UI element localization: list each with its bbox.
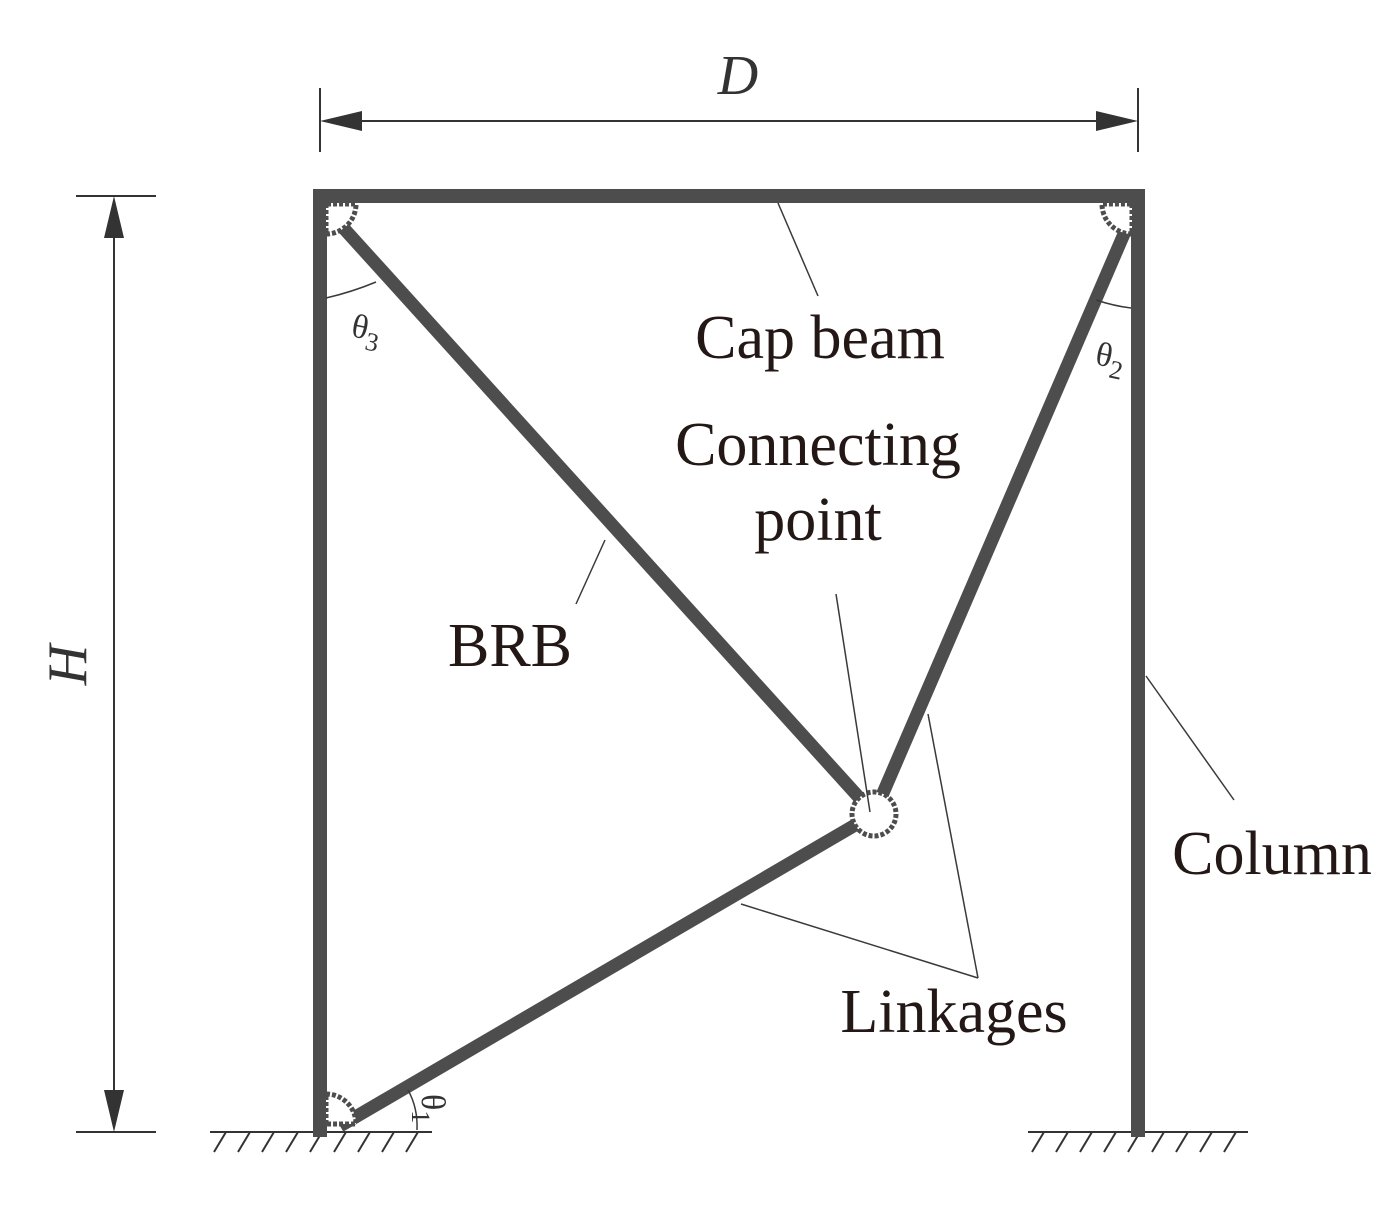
dimension-h-arrow-top <box>104 196 124 238</box>
connecting-point-leader <box>835 593 871 813</box>
dimension-h-label: H <box>37 642 99 686</box>
linkage-lower-leader <box>740 903 979 979</box>
cap-beam-leader <box>777 202 819 297</box>
pin-joint-top-left <box>323 201 359 237</box>
linkage-upper <box>868 224 1133 817</box>
linkages-label: Linkages <box>840 978 1067 1046</box>
pin-joint-top-right <box>1099 201 1135 237</box>
connecting-point-joint <box>849 789 899 839</box>
cap-beam-label: Cap beam <box>695 304 945 372</box>
brb-leader <box>575 539 606 605</box>
brb-brace <box>333 217 879 819</box>
theta1-label: θ1 <box>406 1094 451 1123</box>
dimension-d-label: D <box>717 45 758 107</box>
dimension-d: D <box>319 45 1139 152</box>
linkage-lower <box>336 808 878 1132</box>
theta3-label: θ3 <box>347 308 385 358</box>
column-leader <box>1145 675 1235 801</box>
linkage-upper-leader <box>927 713 979 979</box>
dimension-d-arrow-right <box>1096 111 1138 131</box>
theta2-label: θ2 <box>1091 336 1129 386</box>
connecting-point-label-line2: point <box>754 486 881 554</box>
pin-joint-bottom-left <box>323 1091 359 1127</box>
brb-label: BRB <box>448 612 572 680</box>
theta1-arc <box>407 1089 418 1131</box>
column-label: Column <box>1172 820 1372 888</box>
dimension-d-arrow-left <box>320 111 362 131</box>
dimension-h-arrow-bottom <box>104 1090 124 1132</box>
theta2-arc <box>1095 299 1132 309</box>
connecting-point-label-line1: Connecting <box>675 411 961 479</box>
dimension-h: H <box>37 195 156 1133</box>
theta3-arc <box>325 281 377 299</box>
